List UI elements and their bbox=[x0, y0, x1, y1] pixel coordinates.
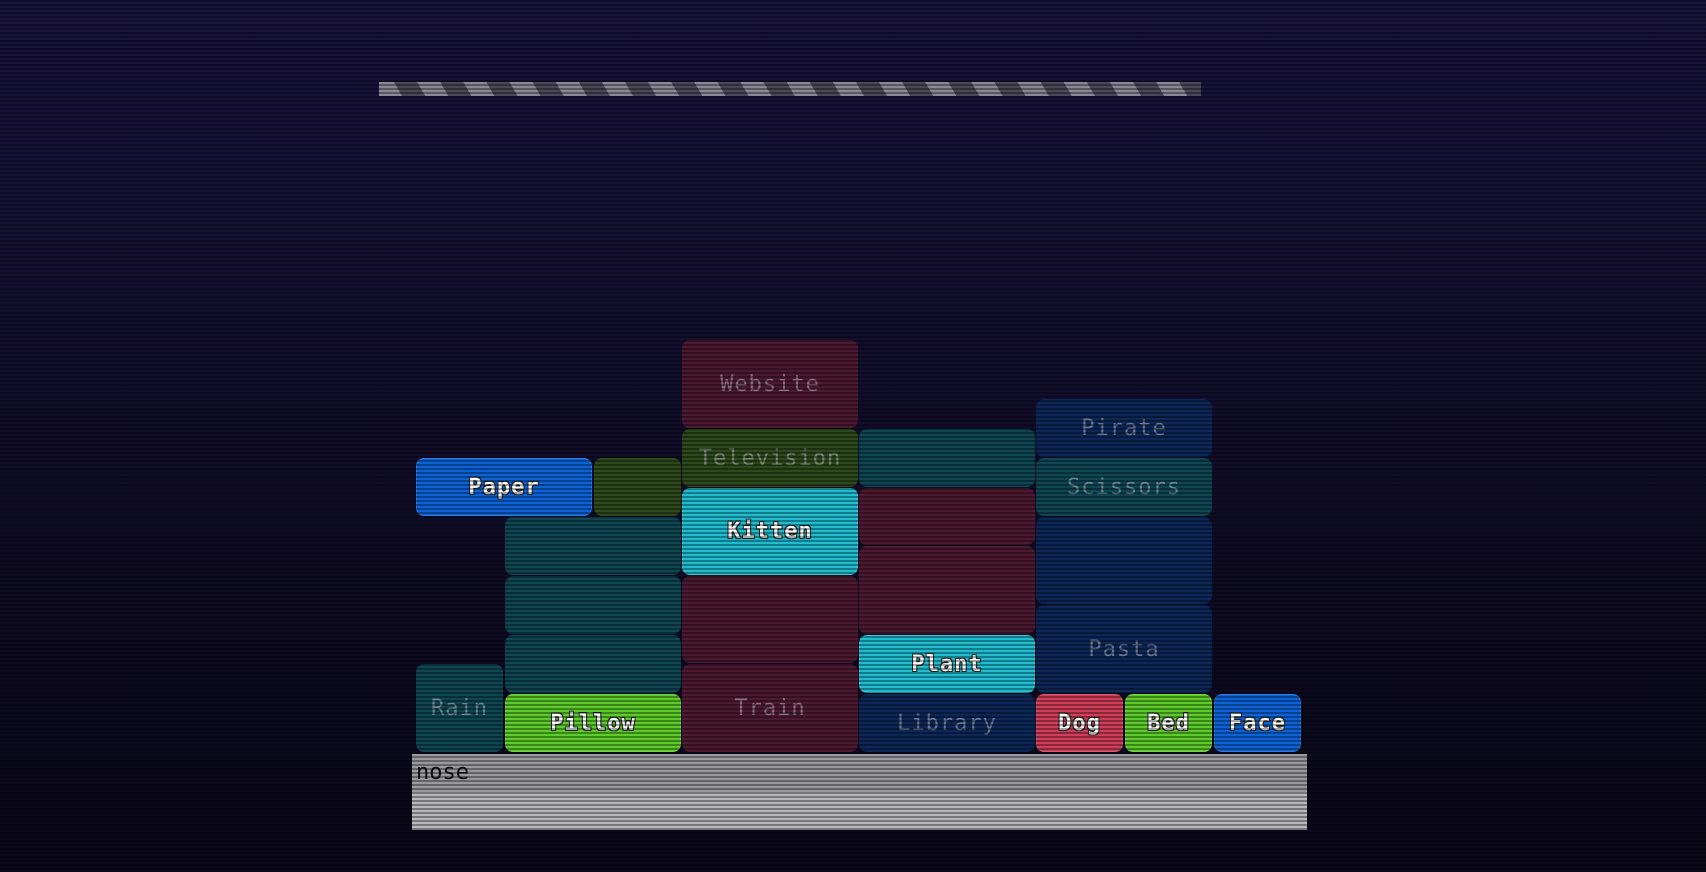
word-block-rain: Rain bbox=[416, 664, 503, 752]
word-block bbox=[859, 546, 1035, 634]
word-block-train: Train bbox=[682, 664, 858, 752]
word-block-pasta: Pasta bbox=[1036, 605, 1212, 693]
word-block-library: Library bbox=[859, 694, 1035, 752]
word-block bbox=[594, 458, 681, 516]
word-block bbox=[682, 576, 858, 663]
input-footer bbox=[412, 792, 1307, 830]
word-block bbox=[859, 488, 1035, 545]
word-block bbox=[1036, 517, 1212, 604]
word-block bbox=[859, 429, 1035, 487]
word-block bbox=[505, 517, 681, 575]
word-block-paper: Paper bbox=[416, 458, 592, 516]
word-block-website: Website bbox=[682, 340, 858, 428]
word-block-scissors: Scissors bbox=[1036, 458, 1212, 516]
word-block-face: Face bbox=[1214, 694, 1301, 752]
word-block bbox=[505, 635, 681, 693]
word-block-kitten: Kitten bbox=[682, 488, 858, 575]
word-block bbox=[505, 576, 681, 634]
timer-progress-bar bbox=[379, 82, 1201, 96]
word-block-bed: Bed bbox=[1125, 694, 1212, 752]
word-block-plant: Plant bbox=[859, 635, 1035, 693]
word-input[interactable]: nose bbox=[412, 754, 1307, 792]
word-block-pillow: Pillow bbox=[505, 694, 681, 752]
word-block-dog: Dog bbox=[1036, 694, 1123, 752]
word-block-pirate: Pirate bbox=[1036, 399, 1212, 457]
word-block-television: Television bbox=[682, 429, 858, 487]
